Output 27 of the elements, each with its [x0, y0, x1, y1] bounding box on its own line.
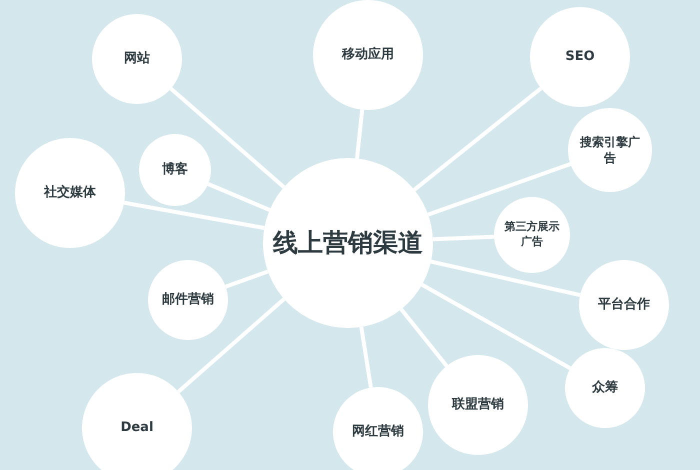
connector-line — [400, 308, 448, 368]
node-label: 博客 — [162, 161, 188, 179]
node-label: 联盟营销 — [452, 396, 504, 414]
connector-line — [427, 162, 572, 216]
node-label: Deal — [120, 419, 154, 437]
node-label: 社交媒体 — [44, 184, 96, 202]
node-label: 网红营销 — [352, 423, 404, 441]
node-label: 众筹 — [592, 379, 618, 397]
connector-line — [421, 283, 572, 370]
connector-line — [124, 200, 265, 230]
connector-line — [225, 270, 269, 288]
connector-line — [413, 86, 542, 192]
connector-line — [170, 87, 286, 189]
node-label: 网站 — [124, 50, 150, 68]
node-label: 平台合作 — [598, 296, 650, 314]
connector-line — [207, 182, 270, 212]
node-label: 线上营销渠道 — [273, 227, 423, 260]
node-label: 搜索引擎广告 — [578, 134, 641, 166]
connector-line — [432, 234, 494, 242]
node-label: 邮件营销 — [162, 291, 214, 309]
connector-line — [177, 298, 286, 394]
node-label: SEO — [565, 48, 595, 66]
connector-line — [355, 109, 364, 159]
connector-line — [359, 326, 373, 388]
node-label: 移动应用 — [342, 46, 394, 64]
node-label: 第三方展示广告 — [503, 220, 560, 250]
connector-line — [430, 260, 581, 298]
